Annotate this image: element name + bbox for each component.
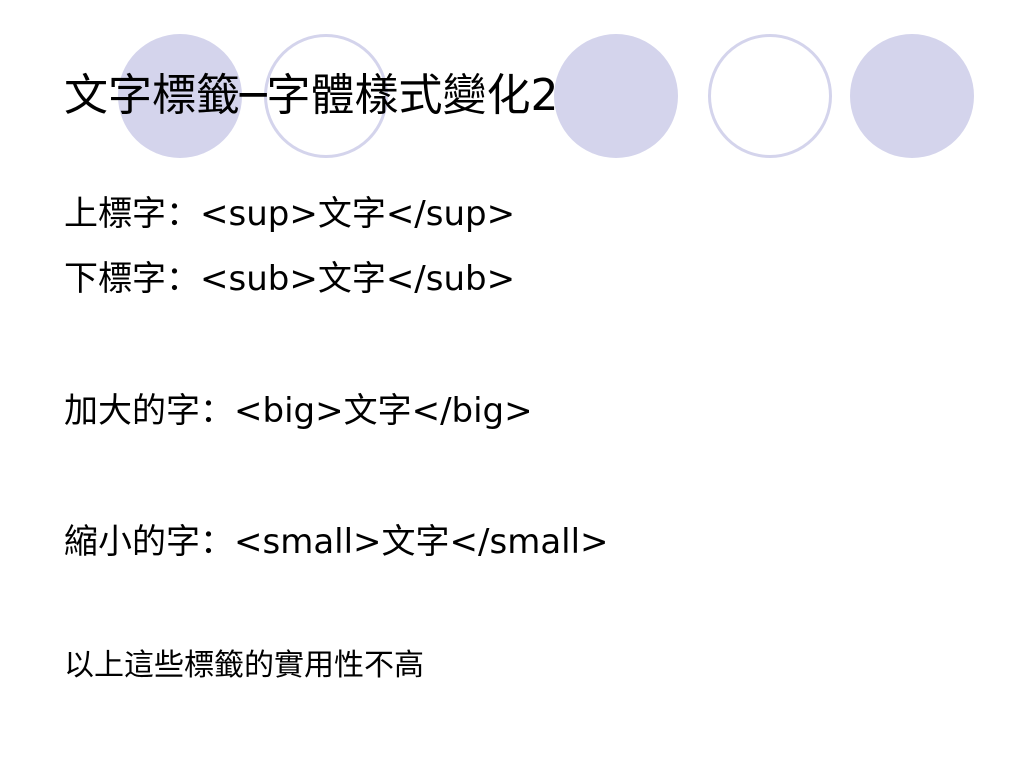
bullet-line-small: 縮小的字：<small>文字</small> bbox=[64, 522, 609, 562]
bullet-line-superscript: 上標字：<sup>文字</sup> bbox=[64, 194, 516, 234]
decorative-circle-filled bbox=[850, 34, 974, 158]
decorative-circle-outline bbox=[708, 34, 832, 158]
decorative-circle-filled bbox=[554, 34, 678, 158]
bullet-line-subscript: 下標字：<sub>文字</sub> bbox=[64, 259, 516, 299]
slide-title: 文字標籤─字體樣式變化2 bbox=[64, 70, 559, 121]
decorative-circle-outline bbox=[264, 34, 388, 158]
decorative-circle-filled bbox=[118, 34, 242, 158]
bullet-line-big: 加大的字：<big>文字</big> bbox=[64, 391, 533, 431]
note-line: 以上這些標籤的實用性不高 bbox=[64, 648, 424, 683]
